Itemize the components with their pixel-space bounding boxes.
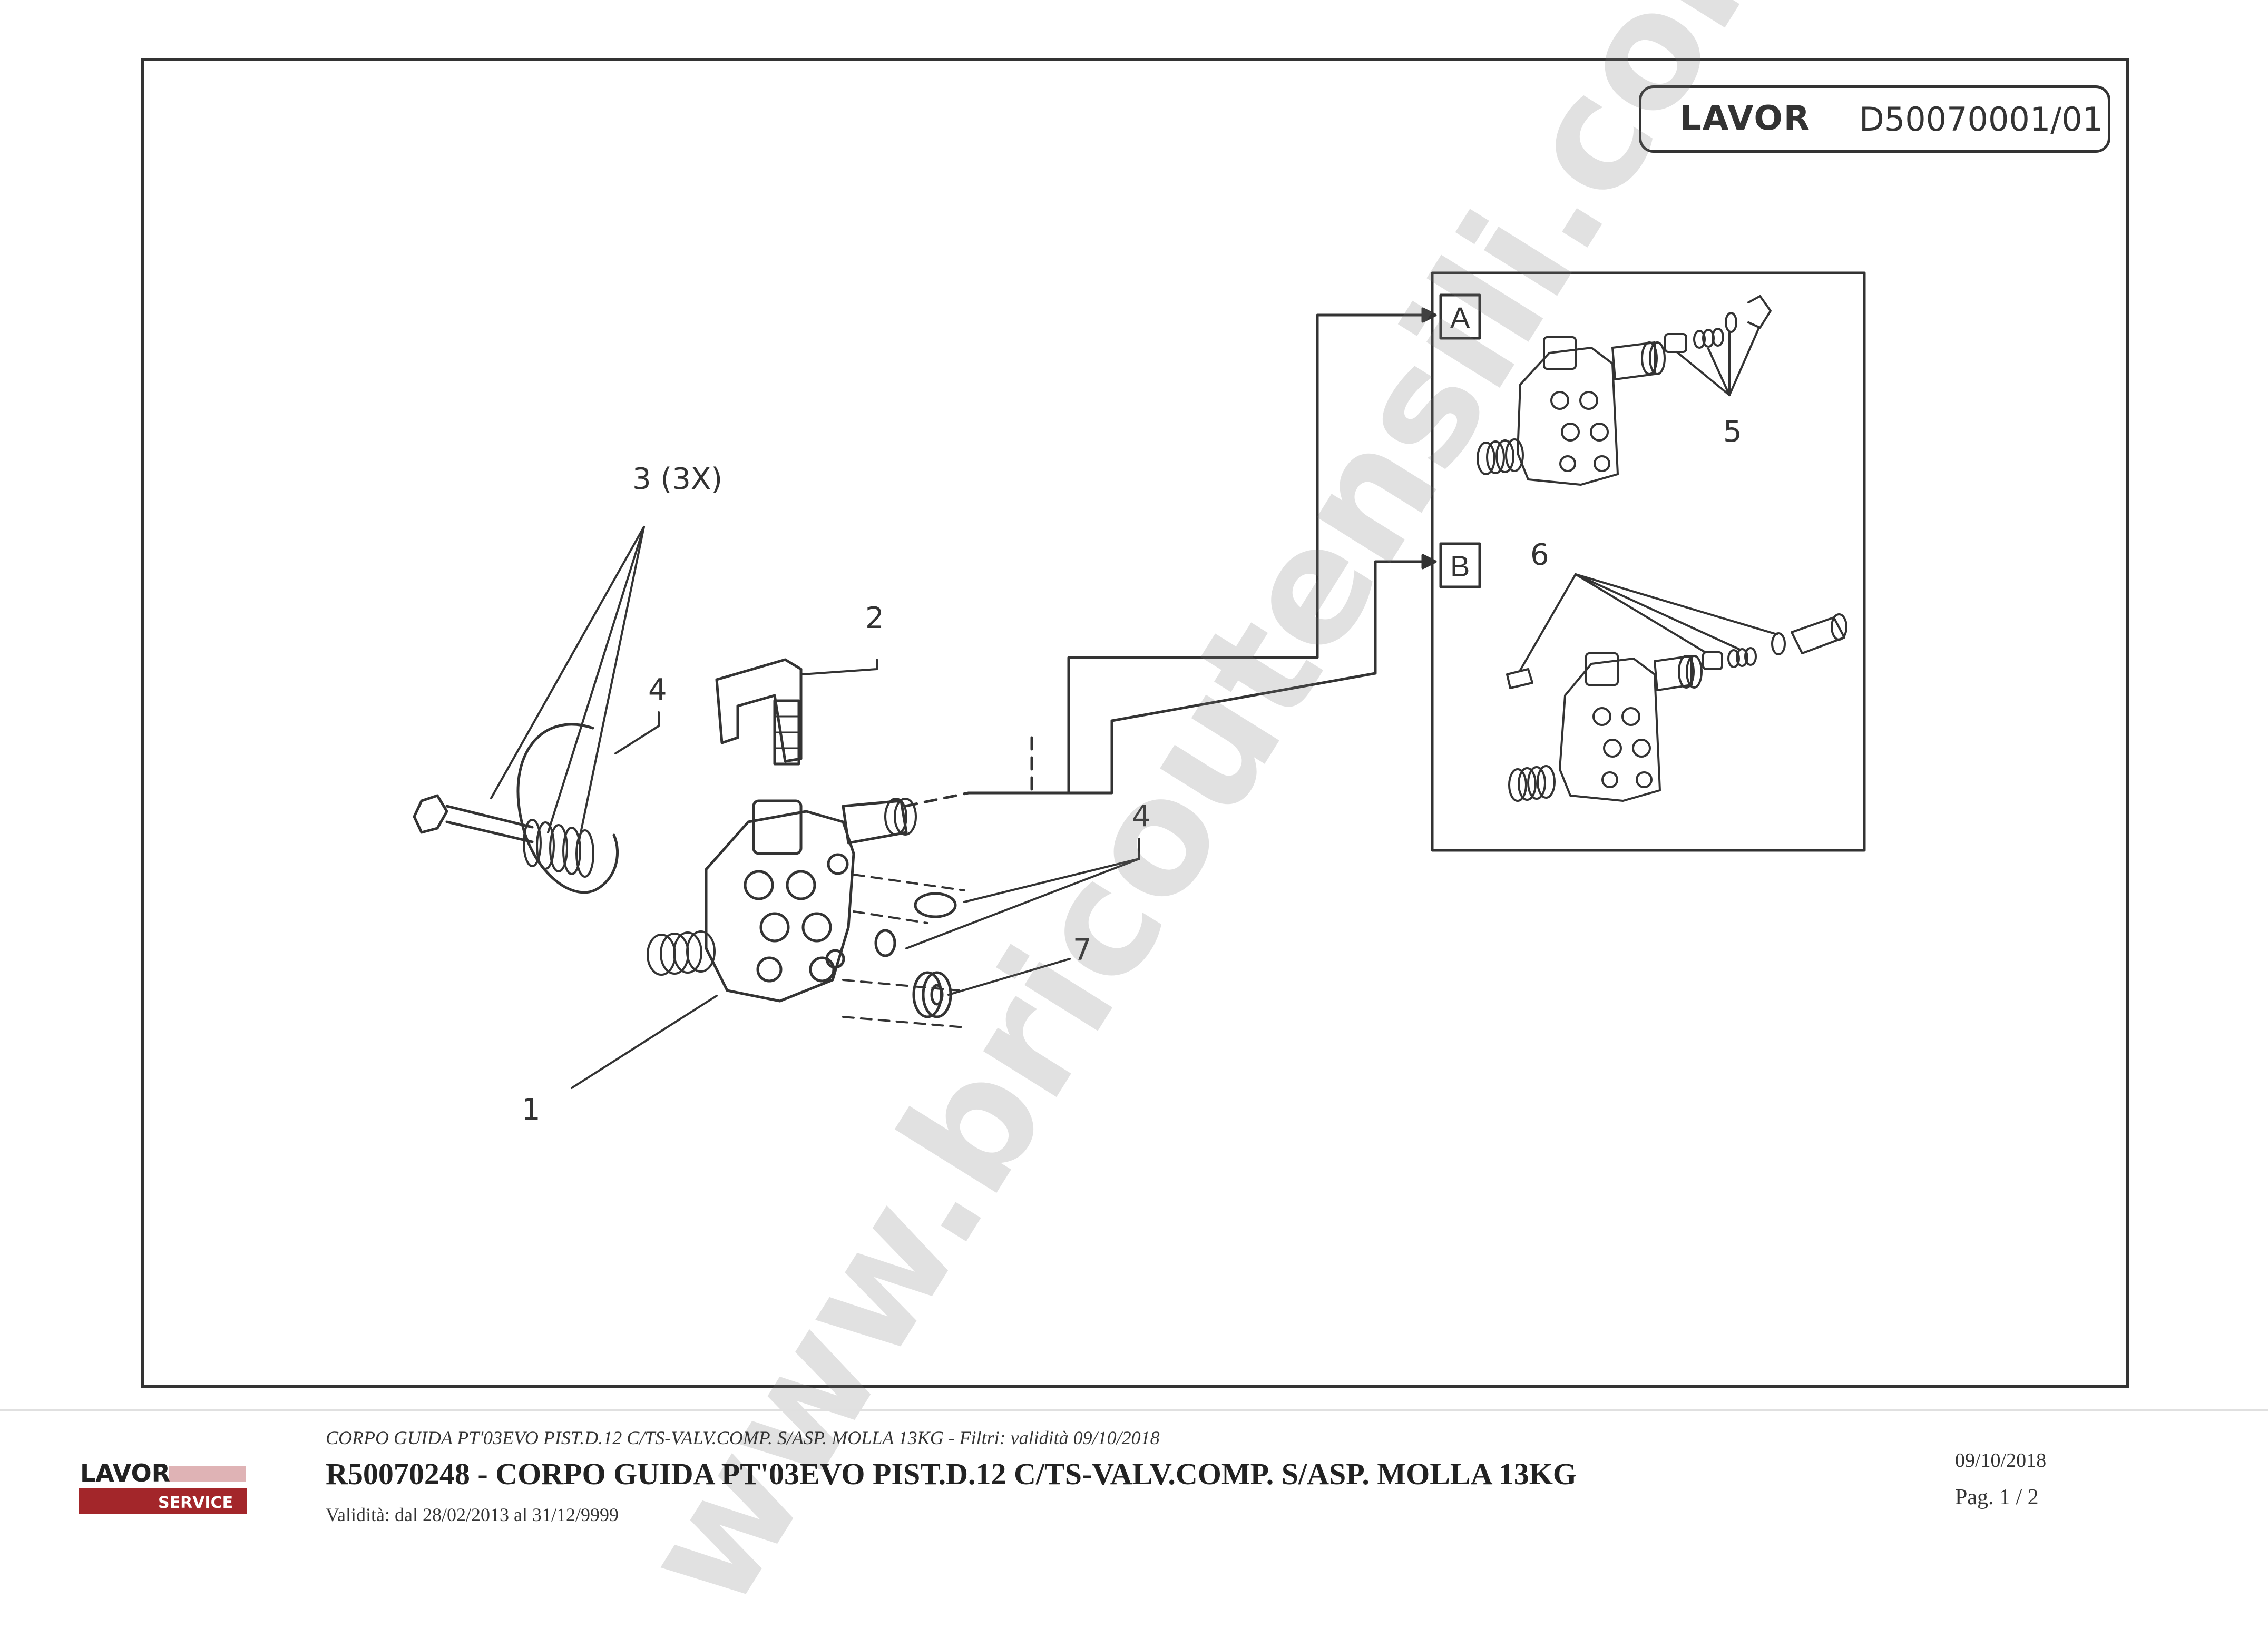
o-ring-large-part-4: [914, 892, 957, 918]
callout-part-3: 3 (3X): [632, 462, 722, 496]
callout-part-7: 7: [1073, 933, 1092, 967]
callout-part-6: 6: [1530, 538, 1549, 572]
dash-line-main: [904, 791, 970, 808]
valve-body-part-1: [647, 798, 917, 1003]
callout-part-4-ring: 4: [648, 673, 667, 707]
callout-part-1: 1: [522, 1093, 541, 1127]
svg-text:LAVOR: LAVOR: [80, 1459, 170, 1487]
link-line-b: [1030, 560, 1424, 795]
variant-a-label: A: [1450, 301, 1470, 334]
variant-a-label-box: [1439, 293, 1481, 340]
title-block: [1639, 85, 2110, 153]
leader-lines: [490, 526, 1140, 1089]
link-line-a: [967, 313, 1424, 795]
svg-text:SERVICE: SERVICE: [158, 1494, 233, 1512]
spring-part-3: [523, 819, 594, 878]
exploded-view-diagram: 1 2 3 (3X) 4 4 5 6 7 A B: [413, 271, 1866, 1127]
callout-part-5: 5: [1723, 415, 1742, 449]
callout-part-2: 2: [865, 601, 884, 635]
bracket-part-2: [715, 658, 803, 766]
variant-b-assembly: [1506, 573, 1847, 802]
footer-divider: [0, 1409, 2268, 1411]
variant-b-label: B: [1450, 550, 1470, 583]
variant-a-assembly: [1477, 295, 1772, 486]
screw-part-3: [413, 794, 534, 843]
lavor-service-logo: LAVOR SERVICE: [79, 1459, 247, 1514]
seal-part-7: [912, 971, 952, 1018]
snap-ring-part-4: [516, 723, 619, 894]
footer-validity: Validità: dal 28/02/2013 al 31/12/9999: [326, 1504, 619, 1525]
brand-logo: LAVOR: [1680, 99, 1811, 138]
variant-b-label-box: [1439, 542, 1481, 588]
alignment-lines: [842, 874, 965, 1028]
document-code: D50070001/01: [1859, 100, 2104, 139]
footer-subtitle: CORPO GUIDA PT'03EVO PIST.D.12 C/TS-VALV…: [326, 1427, 1160, 1448]
o-ring-small-part-4: [874, 929, 896, 957]
drawing-frame: [141, 58, 2129, 1388]
arrow-b: [1421, 554, 1437, 570]
callout-part-4-orings: 4: [1132, 799, 1151, 833]
footer-page-number: Pag. 1 / 2: [1955, 1485, 2039, 1509]
footer-title: R50070248 - CORPO GUIDA PT'03EVO PIST.D.…: [326, 1457, 1577, 1491]
footer-date: 09/10/2018: [1955, 1449, 2047, 1472]
arrow-a: [1421, 307, 1437, 323]
